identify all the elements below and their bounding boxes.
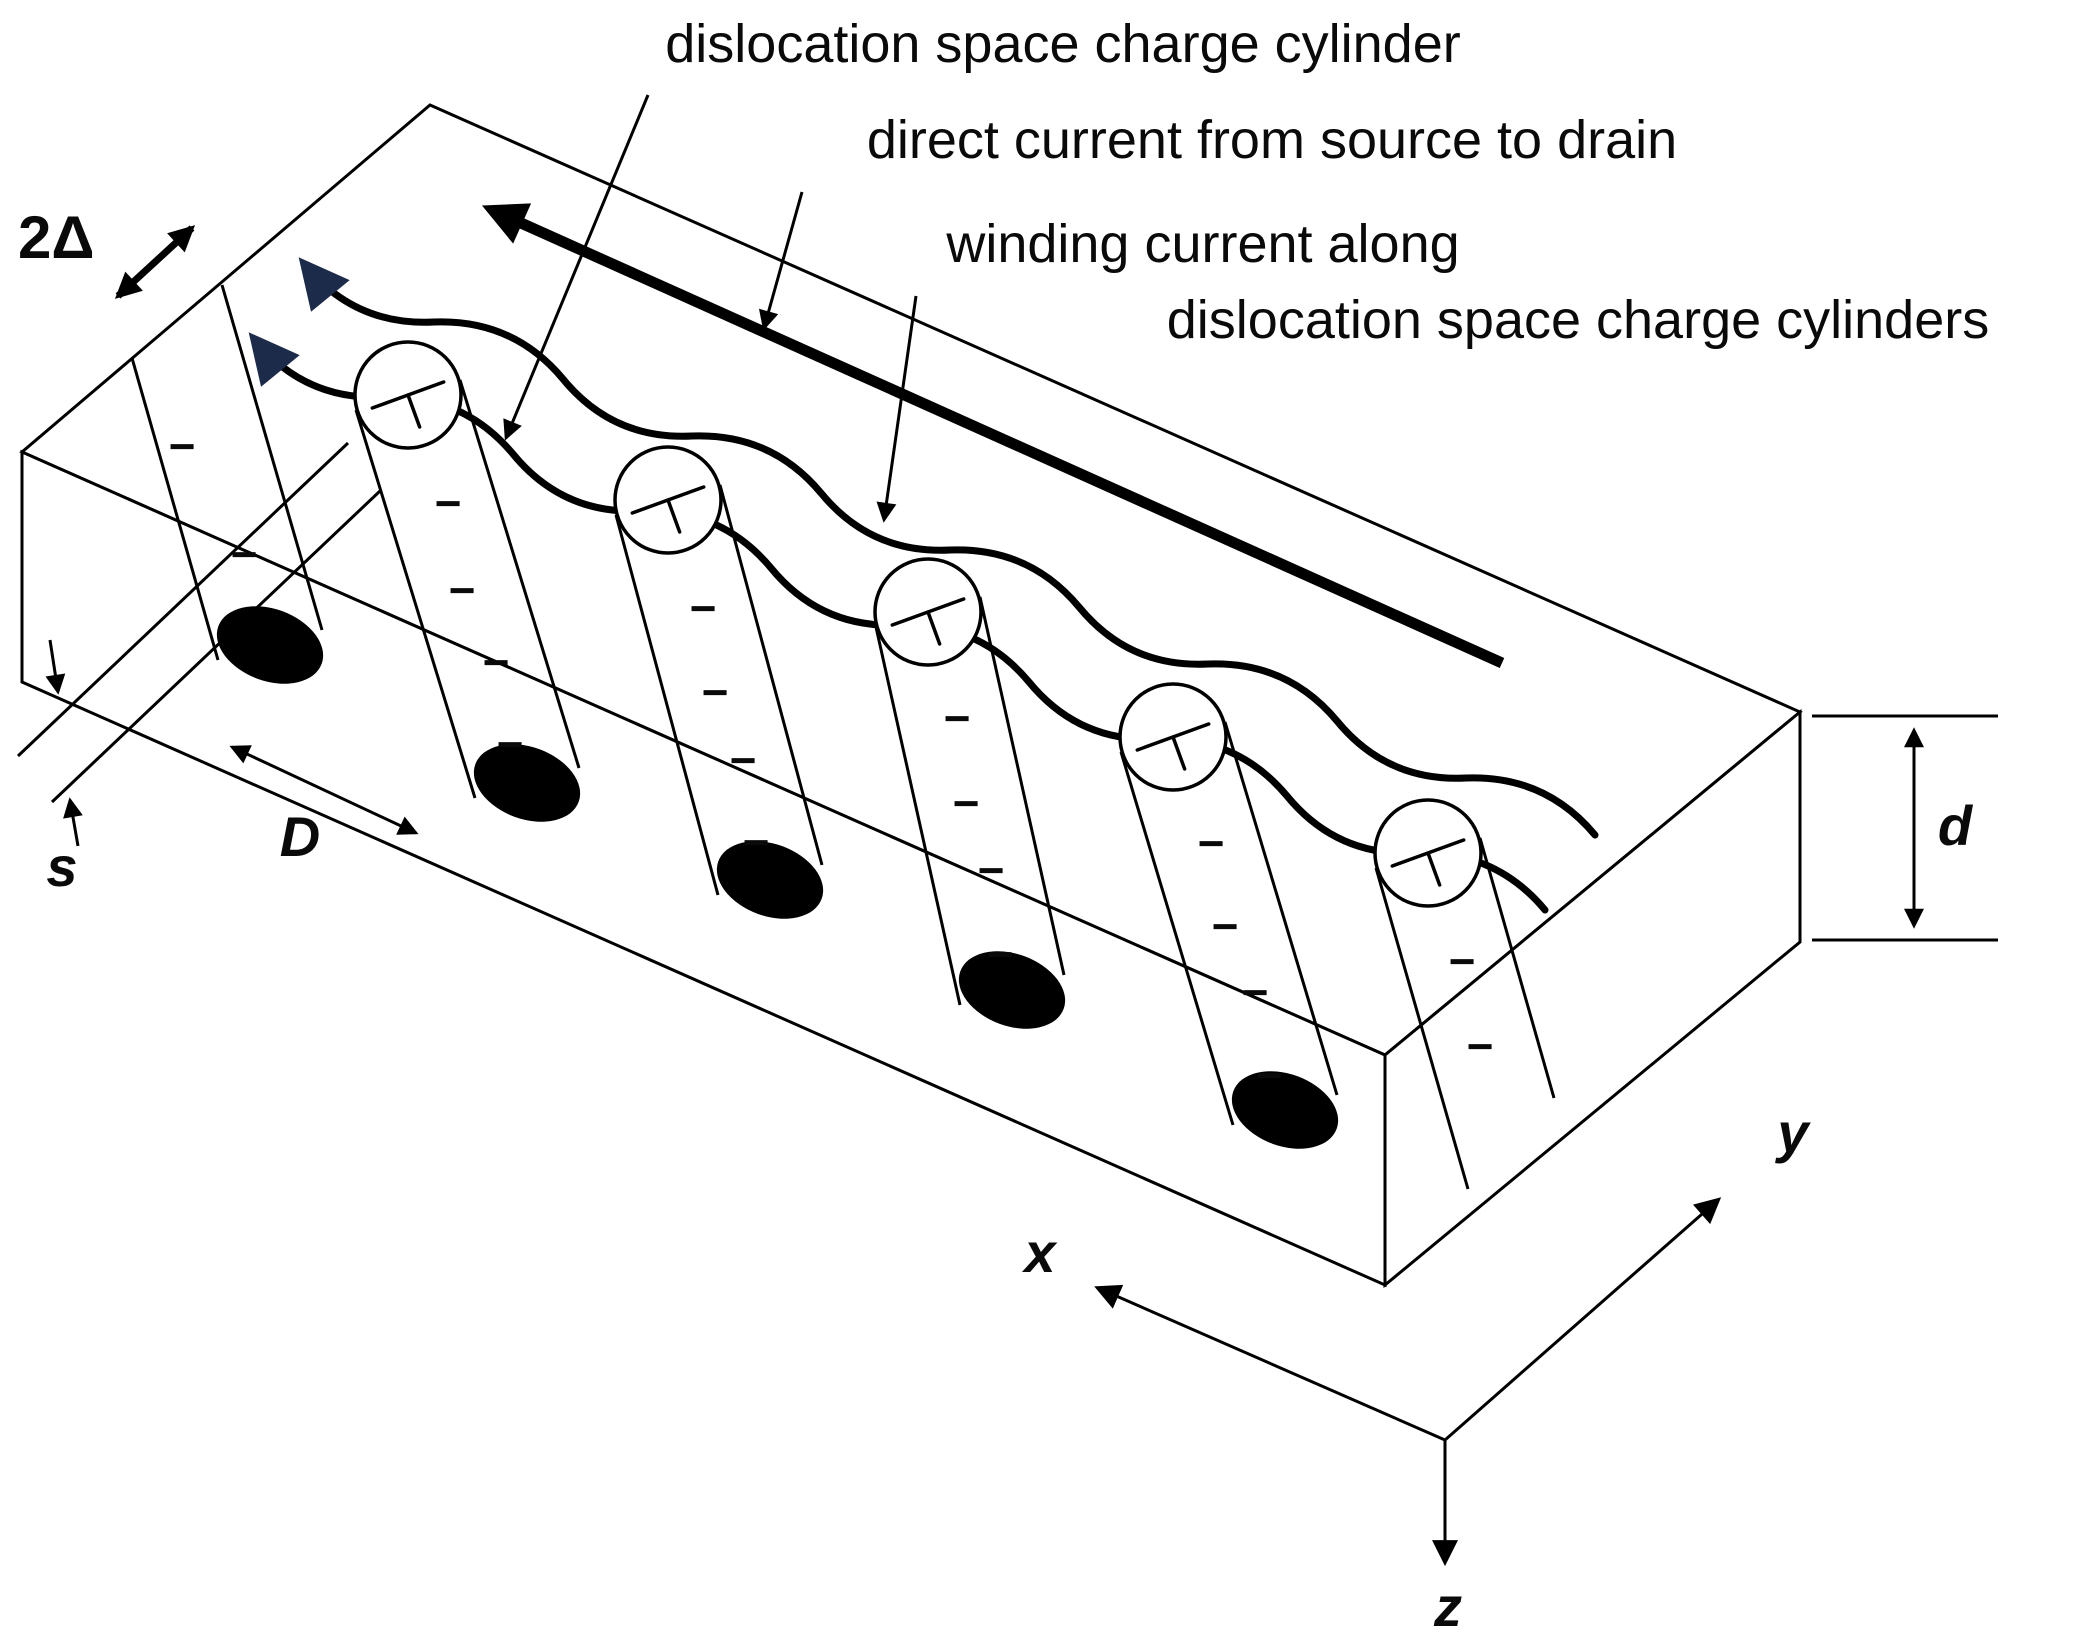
charge-sign: − [953, 777, 980, 829]
cylinder-bottom-ellipse [1231, 1071, 1339, 1149]
cylinder-top [1118, 682, 1228, 792]
charge-sign: − [231, 528, 258, 580]
dislocation-cylinder: − − − − [1119, 721, 1339, 1149]
spacing-double-arrow [229, 745, 419, 835]
winding-current-label-line2: dislocation space charge cylinders [1167, 290, 1989, 350]
pointer-arrow-winding-current-label [876, 295, 918, 523]
axis-y-arrow [1444, 1197, 1722, 1442]
cylinder-label: dislocation space charge cylinder [665, 14, 1460, 74]
semiconductor-slab [19, 103, 1803, 1289]
gap-marker-s [45, 639, 83, 847]
thickness-marker-d [1812, 714, 1998, 942]
direct-current-label: direct current from source to drain [867, 110, 1677, 170]
thickness-label: d [1938, 794, 1974, 857]
cylinder-bottom-ellipse [216, 606, 324, 684]
channel-boundary-line [16, 441, 350, 758]
cylinder-wall-line [718, 484, 824, 866]
cylinder-wall-line [1374, 867, 1470, 1190]
cylinder-wall-line [1119, 751, 1235, 1126]
cylinder-wall-line [130, 357, 220, 661]
axis-x-label: x [1021, 1221, 1058, 1284]
cylinder-wall-line [354, 409, 477, 799]
axis-y-label: y [1774, 1101, 1811, 1164]
cylinder-wall-line [614, 514, 720, 896]
axis-x-arrow [1094, 1284, 1446, 1442]
edge-dislocation-icon [370, 380, 446, 429]
cylinder-wall-line [1223, 721, 1339, 1096]
charge-sign: − [978, 844, 1005, 896]
channel-boundary-line [50, 489, 382, 804]
cylinder-wall-line [978, 596, 1066, 976]
slab-right-face [1383, 708, 1802, 1289]
charge-sign: − [730, 734, 757, 786]
dislocation-cylinder: − − − − [354, 379, 581, 822]
cylinder-wall-line [220, 284, 324, 631]
edge-dislocation-icon [890, 597, 966, 646]
charge-sign: − [1198, 817, 1225, 869]
dislocation-cylinder: − − − − [614, 484, 824, 919]
charge-sign: − [702, 666, 729, 718]
amplitude-marker-2delta [114, 225, 196, 299]
charge-sign: − [1256, 1049, 1283, 1101]
charge-sign: − [1467, 1020, 1494, 1072]
cylinder-bottom-ellipse [716, 841, 824, 919]
charge-sign: − [169, 420, 196, 472]
cylinder-top [353, 340, 463, 450]
charge-sign: − [944, 692, 971, 744]
coordinate-axes [1094, 1197, 1722, 1567]
pointer-arrow-direct-current-label [758, 191, 804, 331]
axis-z-label: z [1433, 1575, 1462, 1634]
cylinder-wall-line [874, 626, 962, 1006]
cylinder-wall-line [458, 379, 581, 769]
dislocation-cylinders: − − − − − − − − − − − − [130, 284, 1556, 1190]
charge-sign: − [1449, 935, 1476, 987]
spacing-marker-D [229, 745, 419, 835]
direct-current-arrow [481, 203, 1505, 669]
charge-sign: − [435, 477, 462, 529]
amplitude-label: 2Δ [18, 204, 95, 271]
charge-sign: − [743, 816, 770, 868]
dislocation-cylinder: − − − − [874, 596, 1066, 1029]
cylinder-wall-line [1478, 837, 1556, 1099]
cylinder-top [613, 445, 723, 555]
cylinder-top [1373, 798, 1483, 908]
winding-current-path [298, 257, 1599, 839]
amplitude-double-arrow [114, 225, 196, 299]
spacing-label: D [280, 805, 320, 868]
cylinder-bottom-ellipse [473, 744, 581, 822]
gap-down-arrow [45, 639, 66, 695]
charge-sign: − [987, 928, 1014, 980]
cylinder-top [873, 557, 983, 667]
dislocation-cylinder: − − [130, 284, 324, 684]
edge-dislocation-icon [1135, 722, 1211, 771]
charge-sign: − [690, 582, 717, 634]
charge-sign: − [483, 636, 510, 688]
cylinder-bottom-ellipse [958, 951, 1066, 1029]
pointer-arrow-cylinder-label [503, 94, 650, 441]
dislocation-cylinder: − − [1374, 837, 1556, 1190]
edge-dislocation-icon [630, 485, 706, 534]
charge-sign: − [449, 564, 476, 616]
annotation-arrows [503, 94, 918, 523]
charge-sign: − [1242, 966, 1269, 1018]
gap-up-arrow [63, 797, 83, 847]
edge-dislocation-icon [1390, 838, 1466, 887]
charge-sign: − [497, 718, 524, 770]
winding-current-label-line1: winding current along [945, 214, 1459, 274]
gap-label: s [46, 835, 77, 898]
charge-sign: − [1212, 900, 1239, 952]
cylinder-tops [353, 340, 1483, 908]
channel-boundary-lines [16, 441, 382, 804]
